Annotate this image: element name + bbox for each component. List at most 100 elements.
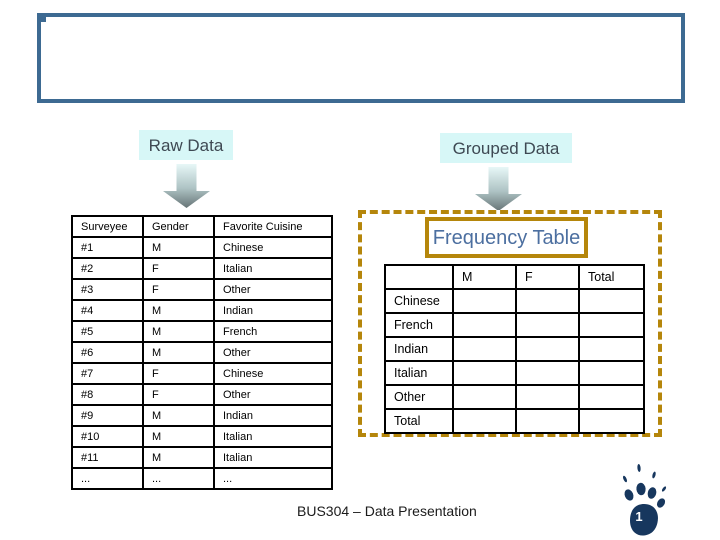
grouped-data-label: Grouped Data xyxy=(440,133,572,163)
column-header xyxy=(384,264,454,290)
table-cell: Other xyxy=(384,384,454,410)
table-cell: #1 xyxy=(71,236,144,259)
table-cell: Other xyxy=(213,278,333,301)
title-box-corner-accent xyxy=(37,13,46,22)
table-cell: #9 xyxy=(71,404,144,427)
table-row: ......... xyxy=(71,467,333,490)
table-row: French xyxy=(384,312,645,338)
table-cell: #11 xyxy=(71,446,144,469)
table-cell: Total xyxy=(384,408,454,434)
table-cell: French xyxy=(384,312,454,338)
table-cell: ... xyxy=(142,467,215,490)
table-cell: Chinese xyxy=(213,362,333,385)
table-cell: Indian xyxy=(213,299,333,322)
table-cell: M xyxy=(142,236,215,259)
table-cell: #6 xyxy=(71,341,144,364)
table-cell: M xyxy=(142,341,215,364)
table-cell: M xyxy=(142,446,215,469)
footer-text: BUS304 – Data Presentation xyxy=(297,503,477,519)
table-cell xyxy=(515,312,580,338)
table-cell xyxy=(515,384,580,410)
table-cell xyxy=(578,336,645,362)
table-cell: Other xyxy=(213,383,333,406)
table-cell xyxy=(452,336,517,362)
table-cell xyxy=(452,312,517,338)
table-cell xyxy=(452,360,517,386)
table-cell: French xyxy=(213,320,333,343)
table-cell xyxy=(452,408,517,434)
frequency-table-title: Frequency Table xyxy=(425,217,588,258)
table-row: Italian xyxy=(384,360,645,386)
table-row: Chinese xyxy=(384,288,645,314)
table-cell: #5 xyxy=(71,320,144,343)
table-cell: Italian xyxy=(384,360,454,386)
grouped-data-label-text: Grouped Data xyxy=(452,138,560,158)
page-number: 1 xyxy=(635,509,642,524)
table-cell: Chinese xyxy=(213,236,333,259)
table-row: Total xyxy=(384,408,645,434)
table-cell: Indian xyxy=(213,404,333,427)
table-cell: #7 xyxy=(71,362,144,385)
table-cell: #4 xyxy=(71,299,144,322)
table-cell xyxy=(578,408,645,434)
table-cell: #8 xyxy=(71,383,144,406)
table-cell: Chinese xyxy=(384,288,454,314)
column-header: F xyxy=(515,264,580,290)
table-cell: Italian xyxy=(213,257,333,280)
table-cell xyxy=(452,288,517,314)
table-cell: ... xyxy=(213,467,333,490)
table-cell: M xyxy=(142,425,215,448)
table-cell: F xyxy=(142,278,215,301)
column-header: Total xyxy=(578,264,645,290)
table-cell: F xyxy=(142,362,215,385)
table-cell xyxy=(578,312,645,338)
column-header: Gender xyxy=(142,215,215,238)
table-cell xyxy=(515,408,580,434)
table-cell xyxy=(452,384,517,410)
table-cell: ... xyxy=(71,467,144,490)
title-placeholder xyxy=(37,13,685,103)
table-cell: F xyxy=(142,257,215,280)
paw-page-number-icon: 1 xyxy=(622,464,667,536)
table-row: Indian xyxy=(384,336,645,362)
column-header: Surveyee xyxy=(71,215,144,238)
table-cell: F xyxy=(142,383,215,406)
table-cell: #10 xyxy=(71,425,144,448)
table-cell: M xyxy=(142,320,215,343)
column-header: Favorite Cuisine xyxy=(213,215,333,238)
table-cell: Other xyxy=(213,341,333,364)
table-cell xyxy=(515,336,580,362)
table-cell: M xyxy=(142,404,215,427)
table-cell: Indian xyxy=(384,336,454,362)
table-cell xyxy=(515,360,580,386)
table-cell xyxy=(578,360,645,386)
table-cell: #2 xyxy=(71,257,144,280)
table-cell xyxy=(578,384,645,410)
table-cell xyxy=(515,288,580,314)
table-cell: M xyxy=(142,299,215,322)
frequency-table-title-text: Frequency Table xyxy=(432,226,581,249)
down-arrow-icon xyxy=(163,164,210,208)
down-arrow-icon xyxy=(475,167,522,211)
column-header: M xyxy=(452,264,517,290)
table-cell: #3 xyxy=(71,278,144,301)
table-row: Other xyxy=(384,384,645,410)
raw-data-label-text: Raw Data xyxy=(148,135,224,155)
table-cell: Italian xyxy=(213,425,333,448)
